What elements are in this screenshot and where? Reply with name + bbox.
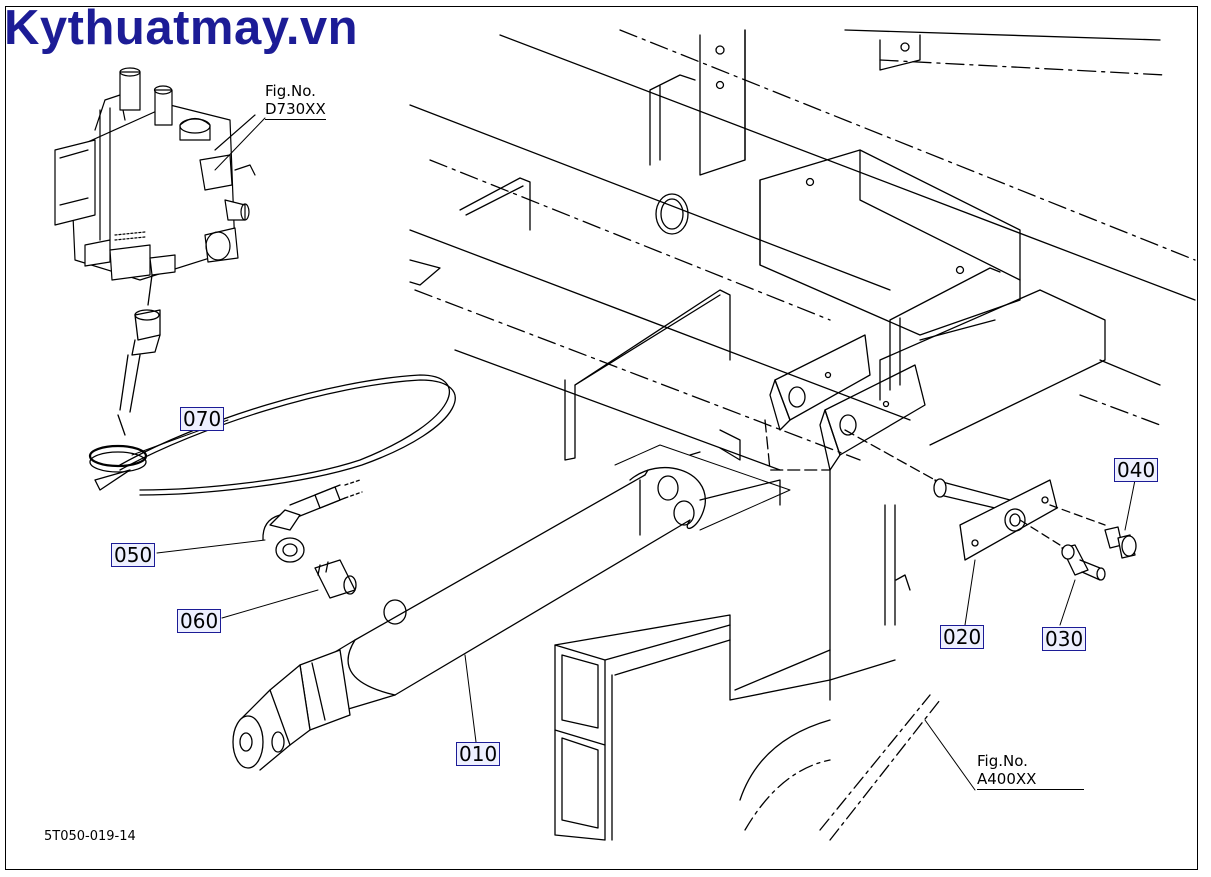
- fig-ref-label: Fig.No.: [265, 82, 316, 100]
- fig-ref-code: D730XX: [265, 100, 326, 120]
- hydraulic-valve: [54, 67, 256, 281]
- chassis-frame: [409, 29, 1196, 841]
- hose-clamp: [88, 374, 456, 496]
- sheet-code: 5T050-019-14: [44, 829, 136, 844]
- part-callout-050[interactable]: 050: [111, 543, 156, 567]
- drawing-frame: [5, 6, 1198, 870]
- cylinder-pin: [844, 429, 1106, 561]
- part-callout-060[interactable]: 060: [177, 609, 222, 633]
- cylinder-bracket: [764, 334, 926, 471]
- part-callout-070[interactable]: 070: [180, 407, 225, 431]
- fig-ref-d730: Fig.No. D730XX: [265, 82, 326, 120]
- fig-ref-code: A400XX: [977, 770, 1085, 790]
- part-callout-040[interactable]: 040: [1114, 458, 1159, 482]
- fig-ref-a400: Fig.No. A400XX: [977, 752, 1085, 790]
- fig-ref-label: Fig.No.: [977, 752, 1028, 770]
- hydraulic-cylinder: [232, 429, 791, 771]
- part-callout-010[interactable]: 010: [456, 742, 501, 766]
- site-watermark: Kythuatmay.vn: [4, 1, 359, 55]
- grease-nipple: [1061, 544, 1106, 581]
- part-callout-030[interactable]: 030: [1042, 627, 1087, 651]
- hose-elbow: [262, 479, 363, 599]
- part-callout-020[interactable]: 020: [940, 625, 985, 649]
- hose-fitting: [117, 274, 161, 436]
- bolt: [1104, 526, 1137, 559]
